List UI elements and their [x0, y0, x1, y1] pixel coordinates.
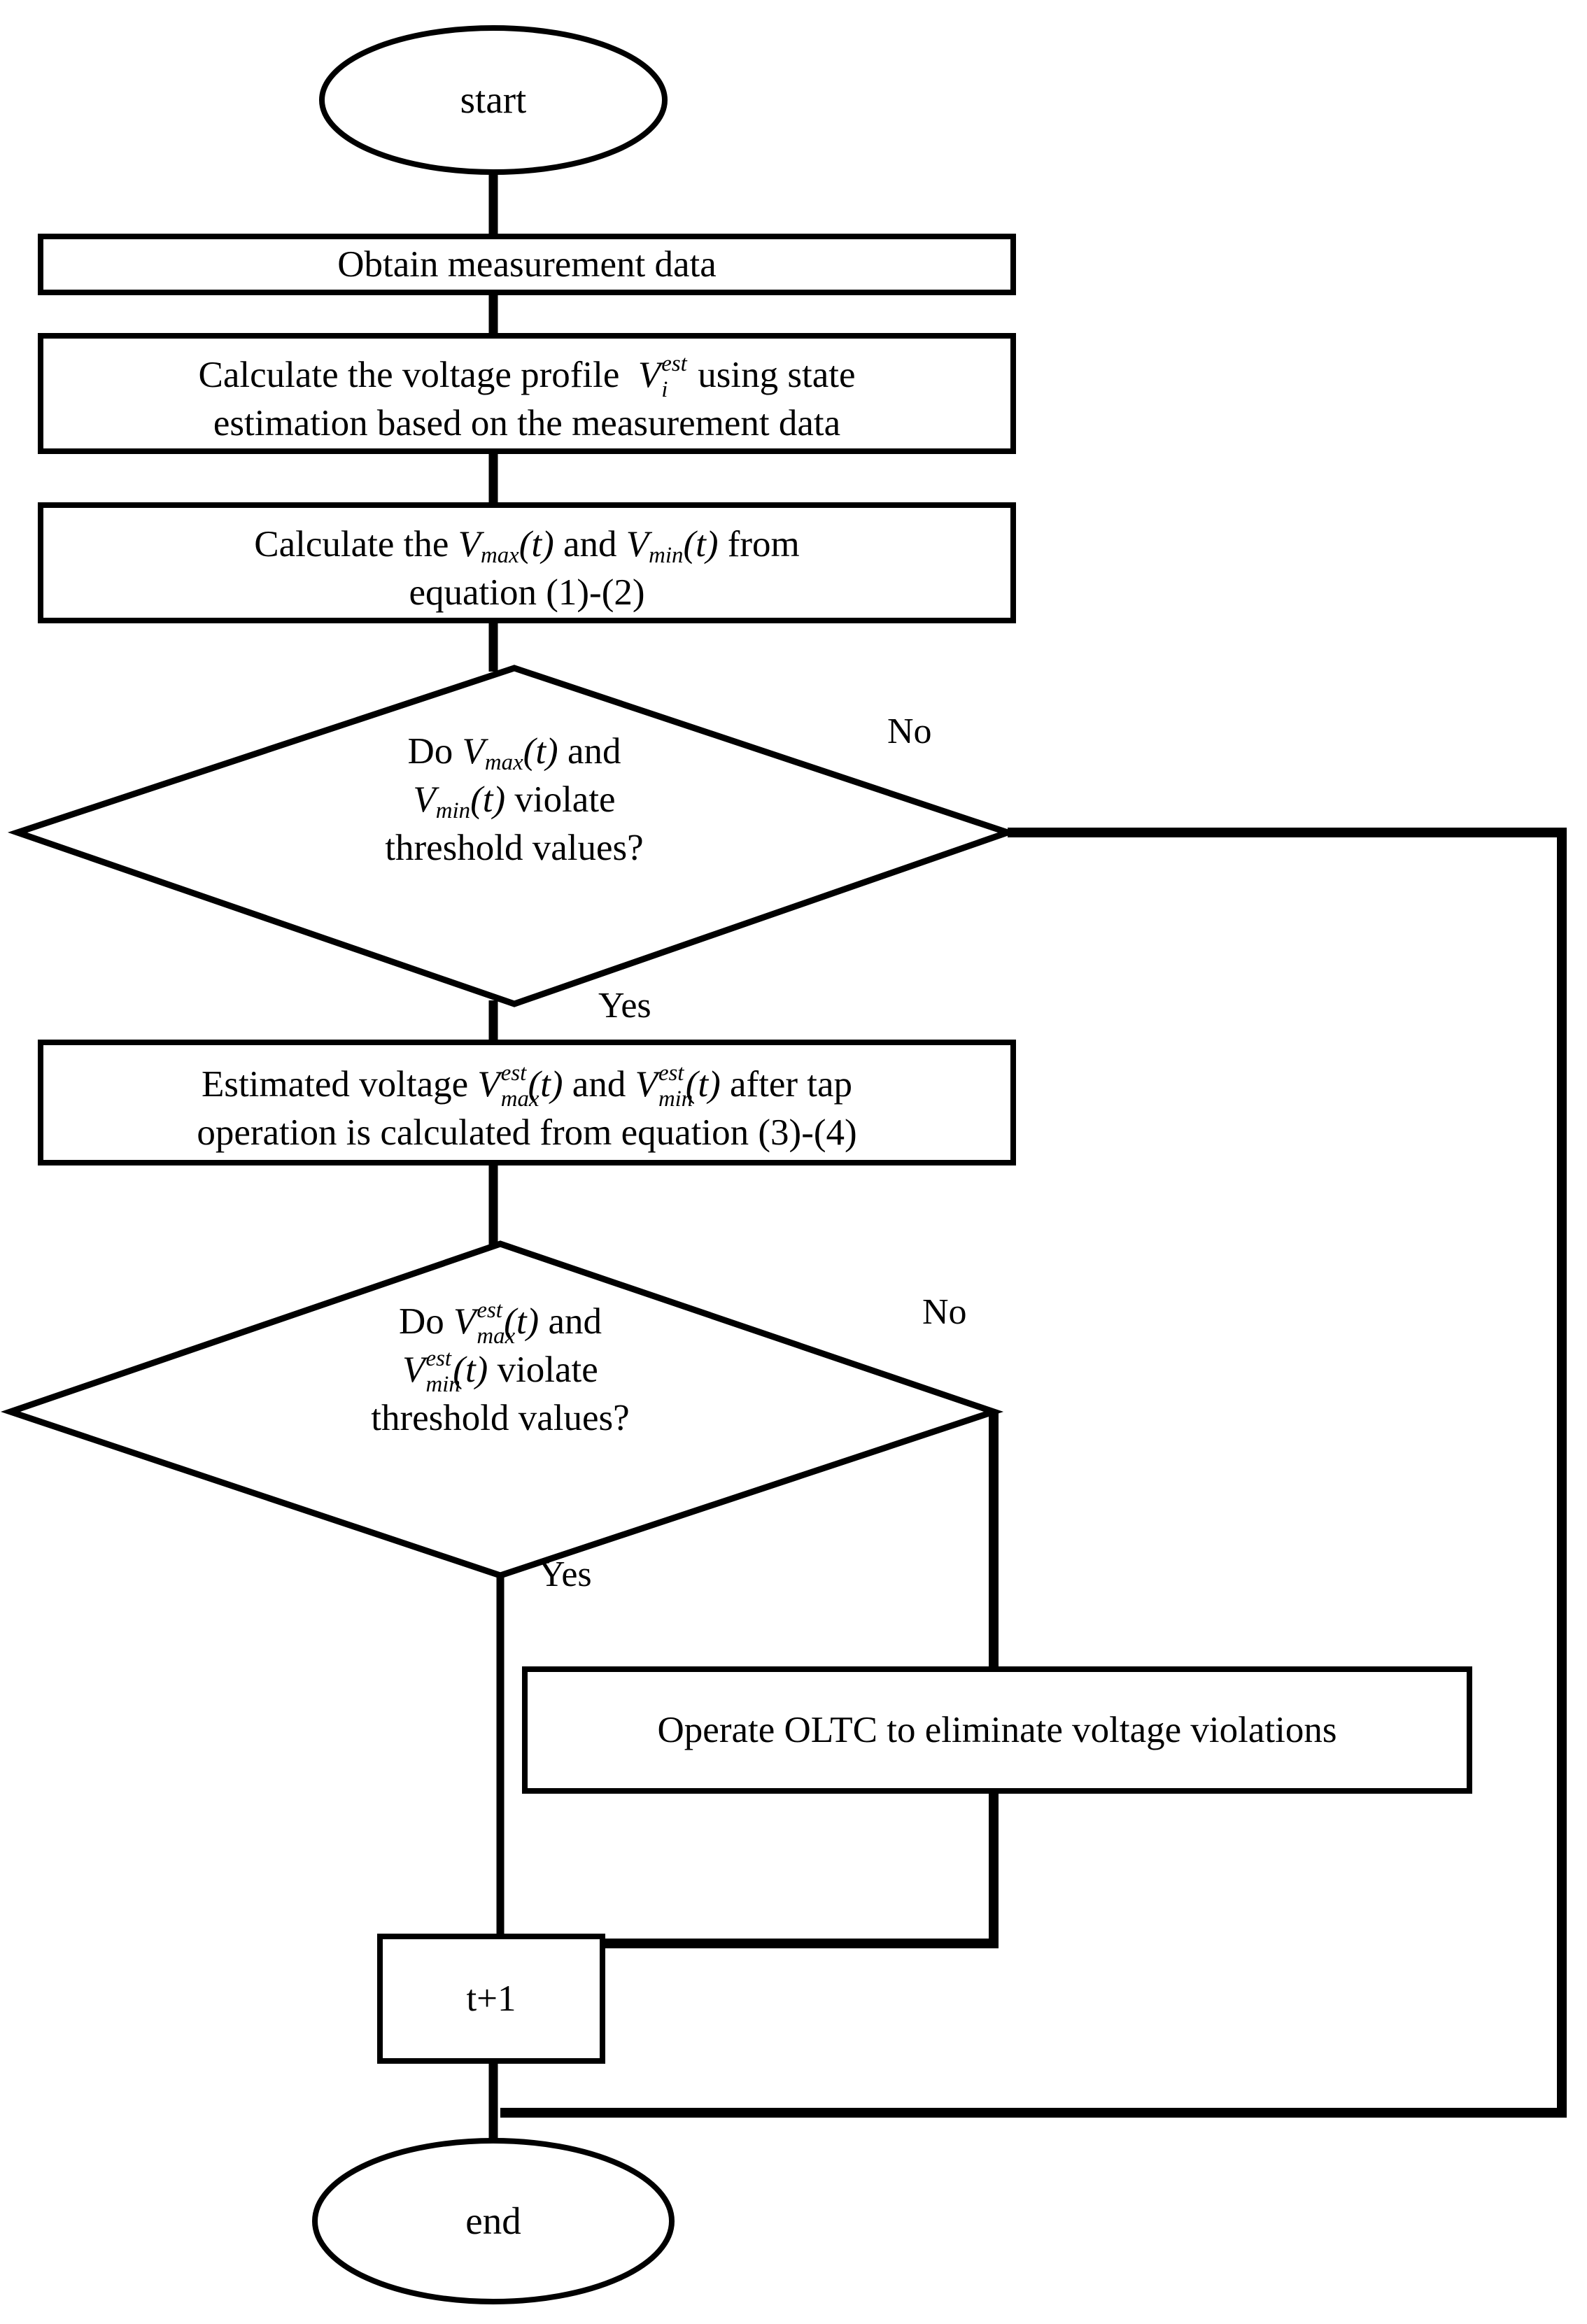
- decision2-yes-label: Yes: [539, 1554, 592, 1594]
- edge-oltc-to-spine: [500, 1791, 999, 1948]
- obtain-box: [38, 234, 1016, 295]
- edge-decision1-no-loop: [500, 828, 1567, 2118]
- end-ellipse: [312, 2138, 675, 2304]
- calc-minmax-box: [38, 502, 1016, 623]
- decision1-no-label: No: [887, 711, 932, 751]
- operate-oltc-box: [522, 1666, 1472, 1794]
- estimated-box: [38, 1040, 1016, 1165]
- decision2-diamond: [0, 1240, 1004, 1579]
- start-ellipse: [319, 25, 668, 175]
- calc-profile-box: [38, 333, 1016, 454]
- decision1-diamond: [7, 665, 1017, 1007]
- decision2-no-label: No: [922, 1292, 967, 1332]
- increment-box: [377, 1934, 605, 2064]
- decision1-yes-label: Yes: [598, 986, 651, 1026]
